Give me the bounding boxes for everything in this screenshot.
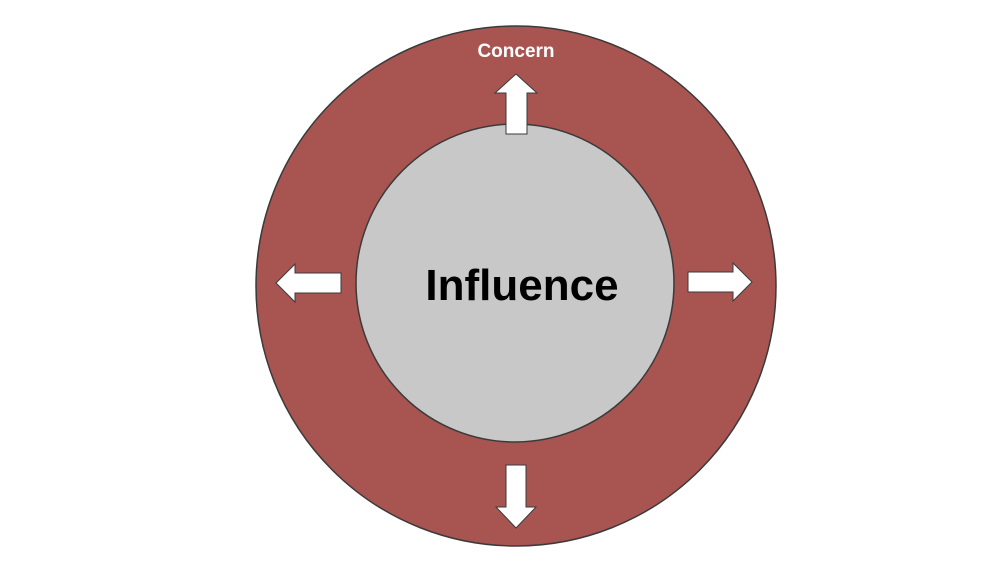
arrow-left-icon (275, 262, 342, 304)
arrow-down-icon (494, 464, 538, 529)
influence-label: Influence (425, 261, 618, 310)
arrow-up-icon (493, 73, 539, 135)
concern-label: Concern (477, 41, 554, 62)
arrow-right-icon (687, 261, 753, 303)
